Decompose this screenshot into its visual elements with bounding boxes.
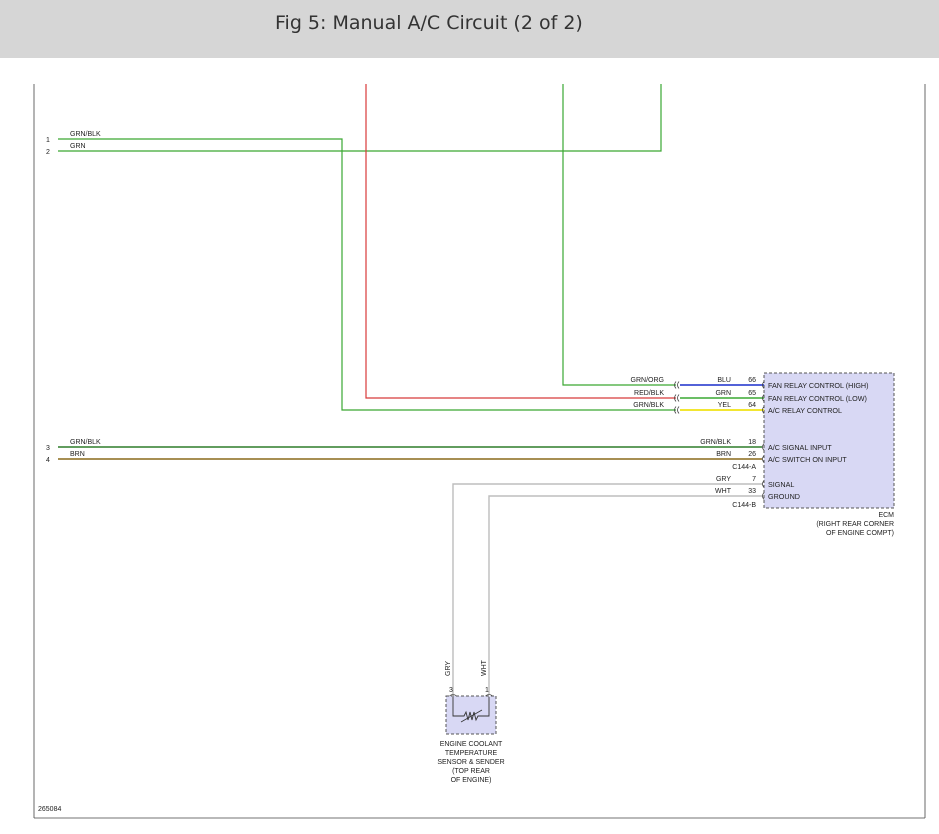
thermistor-arrow <box>460 709 483 723</box>
wire-wht-ground <box>488 495 762 694</box>
ecm-func-ac-relay: A/C RELAY CONTROL <box>768 406 842 415</box>
wire-label-grn-blk-3: GRN/BLK <box>70 439 101 446</box>
wire-label-brn-4: BRN <box>70 451 85 458</box>
ecm-pin-marks <box>762 381 765 500</box>
wire-label-red-blk: RED/BLK <box>634 390 664 397</box>
ecm-wire-grn-blk: GRN/BLK <box>700 439 731 446</box>
sensor-caption-1: ENGINE COOLANT <box>440 741 503 748</box>
connector-c144-b: C144-B <box>732 502 756 509</box>
left-pin-4: 4 <box>46 457 50 464</box>
connector-c144-a: C144-A <box>732 464 756 471</box>
sensor-pin-3: 3 <box>449 687 453 694</box>
wire-red-blk <box>365 84 676 399</box>
ecm-location-2: OF ENGINE COMPT) <box>826 530 894 537</box>
sensor-caption-2: TEMPERATURE <box>445 750 498 757</box>
ecm-pin-33: 33 <box>748 488 756 495</box>
ecm-pin-66: 66 <box>748 377 756 384</box>
figure-id: 265084 <box>38 806 61 813</box>
ecm-func-fan-high: FAN RELAY CONTROL (HIGH) <box>768 381 869 390</box>
ecm-func-ac-switch: A/C SWITCH ON INPUT <box>768 455 847 464</box>
wire-gry-signal <box>452 483 762 694</box>
ecm-pin-7: 7 <box>752 476 756 483</box>
wire-label-grn-blk: GRN/BLK <box>633 402 664 409</box>
ecm-module <box>763 372 895 509</box>
wire-label-grn-blk-1: GRN/BLK <box>70 131 101 138</box>
ecm-pin-18: 18 <box>748 439 756 446</box>
sensor-wire-wht: WHT <box>481 659 488 676</box>
figure-title: Fig 5: Manual A/C Circuit (2 of 2) <box>275 12 583 34</box>
ecm-func-ground: GROUND <box>768 492 800 501</box>
sensor-pin-marks <box>449 694 493 697</box>
header-bar: Fig 5: Manual A/C Circuit (2 of 2) <box>0 0 939 58</box>
ecm-wire-grn: GRN <box>715 390 731 397</box>
ecm-func-signal: SIGNAL <box>768 480 794 489</box>
ecm-pin-26: 26 <box>748 451 756 458</box>
left-pin-1: 1 <box>46 137 50 144</box>
sensor-caption-4: (TOP REAR <box>452 768 490 775</box>
left-pin-2: 2 <box>46 149 50 156</box>
wire-grn-org <box>562 84 676 386</box>
sensor-caption-5: OF ENGINE) <box>451 777 492 784</box>
ecm-func-fan-low: FAN RELAY CONTROL (LOW) <box>768 394 867 403</box>
ecm-pin-65: 65 <box>748 390 756 397</box>
ecm-pin-64: 64 <box>748 402 756 409</box>
ecm-title: ECM <box>878 512 894 519</box>
ecm-wire-blu: BLU <box>717 377 731 384</box>
inline-connectors <box>674 381 680 414</box>
wire-grn-pin2 <box>58 84 662 152</box>
ecm-wire-brn: BRN <box>716 451 731 458</box>
ecm-wire-yel: YEL <box>718 402 731 409</box>
left-pin-3: 3 <box>46 445 50 452</box>
ecm-func-ac-signal: A/C SIGNAL INPUT <box>768 443 832 452</box>
wire-label-grn-2: GRN <box>70 143 86 150</box>
sensor-wire-gry: GRY <box>445 661 452 676</box>
sensor-caption-3: SENSOR & SENDER <box>437 759 504 766</box>
sensor-pin-1: 1 <box>485 687 489 694</box>
ecm-wire-wht: WHT <box>715 488 732 495</box>
ecm-location-1: (RIGHT REAR CORNER <box>816 521 894 528</box>
wire-grn-blk-pin1 <box>58 138 676 411</box>
ecm-wire-gry: GRY <box>716 476 731 483</box>
wire-label-grn-org: GRN/ORG <box>631 377 664 384</box>
